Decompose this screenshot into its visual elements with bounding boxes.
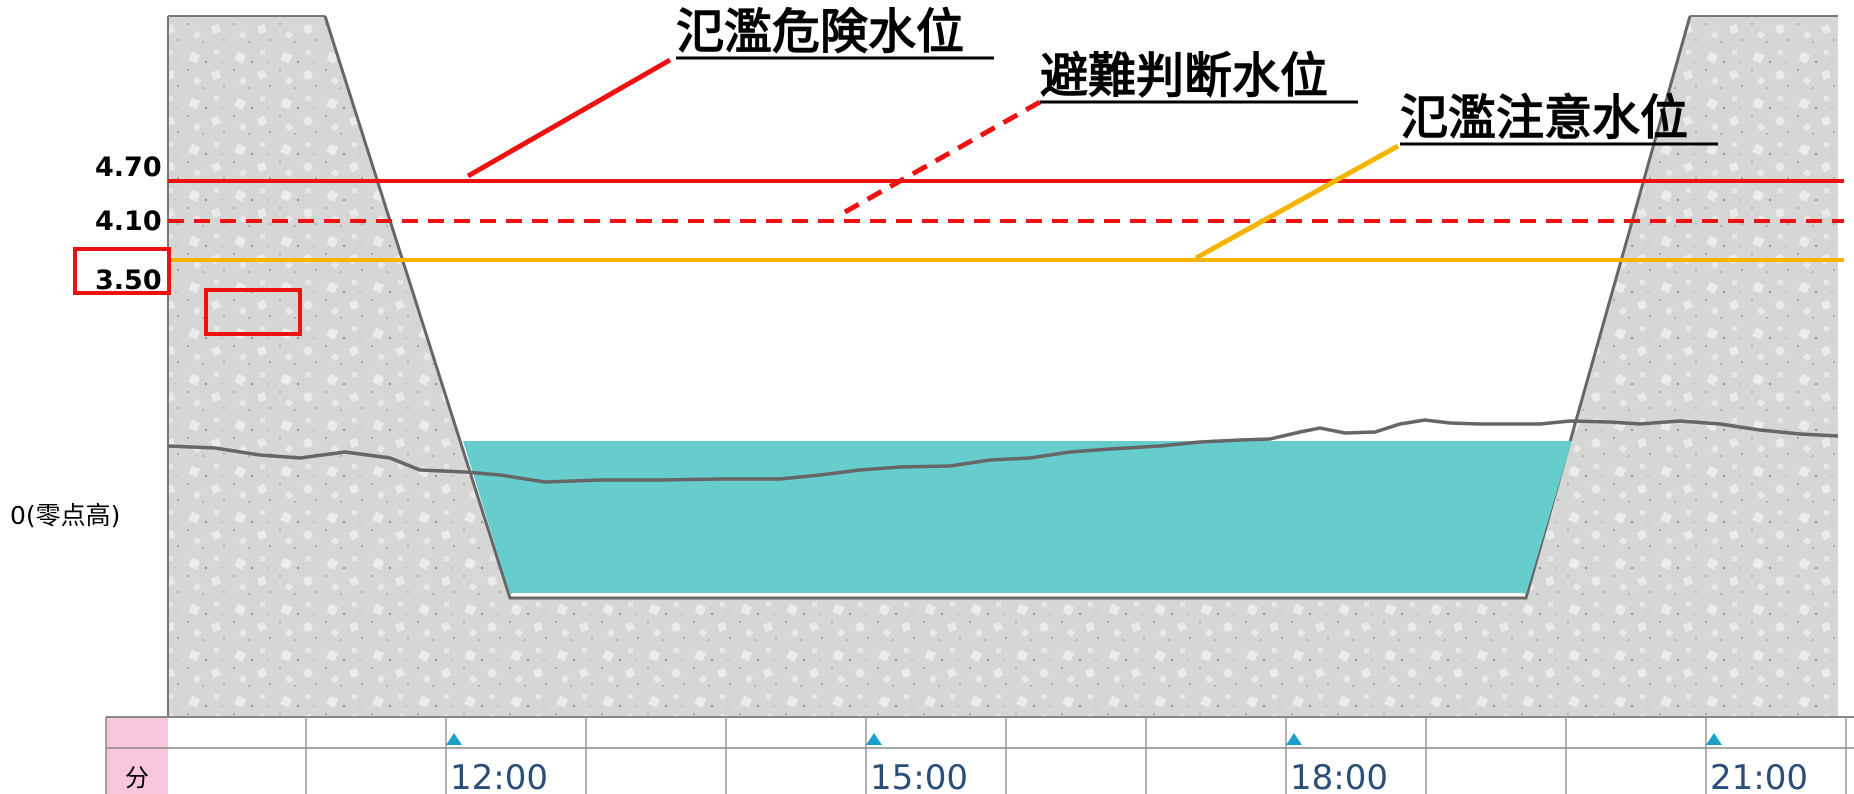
zero-point-label: 0(零点高) [10,501,120,530]
evac-level-value: 4.10 [95,206,162,237]
time-tick-label: 21:00 [1710,758,1808,794]
time-tick-label: 15:00 [870,758,968,794]
time-axis-table: 分 12:00 15:00 18:00 21:00 [0,716,1854,794]
caution-level-label: 氾濫注意水位 [1400,90,1688,146]
unit-cell-top [106,717,168,748]
caution-level-value: 3.50 [95,265,162,296]
danger-level-label: 氾濫危険水位 [676,4,964,60]
evac-leader-line [836,99,1042,219]
time-tick-marker [446,733,462,745]
time-tick-label: 18:00 [1290,758,1388,794]
time-tick-marker [866,733,882,745]
water-body [463,441,1572,594]
time-tick-marker [1286,733,1302,745]
channel-outline [323,15,1692,600]
danger-leader-line [466,57,672,179]
evac-level-label: 避難判断水位 [1040,48,1328,104]
water-level-trace [167,418,1839,484]
value-highlight-box [73,247,171,295]
caution-leader-line [1194,143,1400,261]
time-tick-label: 12:00 [450,758,548,794]
unit-label: 分 [125,764,149,792]
empty-highlight-box [204,288,302,336]
danger-level-value: 4.70 [95,152,162,183]
unit-cell [106,748,168,794]
time-tick-marker [1706,733,1722,745]
